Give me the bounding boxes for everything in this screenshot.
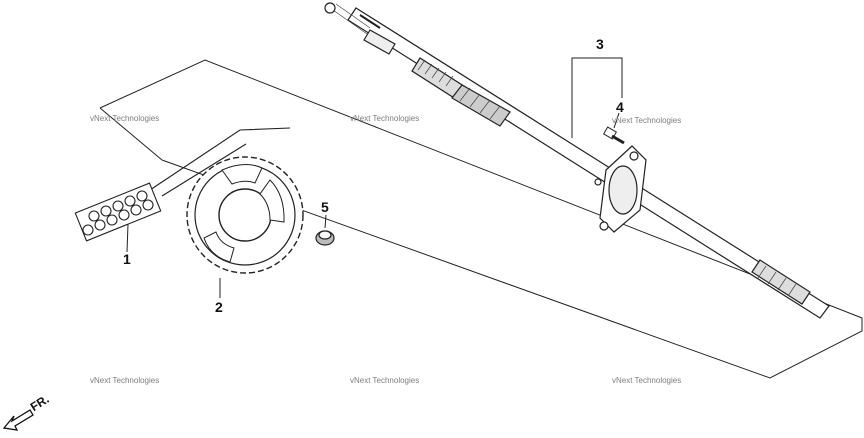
rear-sprocket: [186, 156, 304, 274]
axle-end-cap: [324, 2, 336, 14]
hub-bolt: [602, 126, 625, 145]
watermark: vNext Technologies: [350, 376, 420, 385]
callout-1: 1: [123, 251, 131, 267]
flange-nut: [315, 230, 335, 246]
leader-lines: [126, 57, 623, 298]
assembly-outline: [99, 59, 863, 379]
callout-5: 5: [321, 199, 329, 215]
watermark: vNext Technologies: [612, 376, 682, 385]
axle-splines: [332, 3, 797, 297]
rear-axle: [347, 7, 830, 319]
front-arrow-icon: [2, 409, 34, 431]
callout-2: 2: [215, 299, 223, 315]
drive-chain: [74, 127, 291, 242]
callout-4: 4: [616, 99, 624, 115]
watermark: vNext Technologies: [90, 376, 160, 385]
watermark: vNext Technologies: [350, 114, 420, 123]
hub-flange: [594, 145, 647, 233]
watermark: vNext Technologies: [612, 116, 682, 125]
callout-3: 3: [596, 36, 604, 52]
watermark: vNext Technologies: [90, 114, 160, 123]
